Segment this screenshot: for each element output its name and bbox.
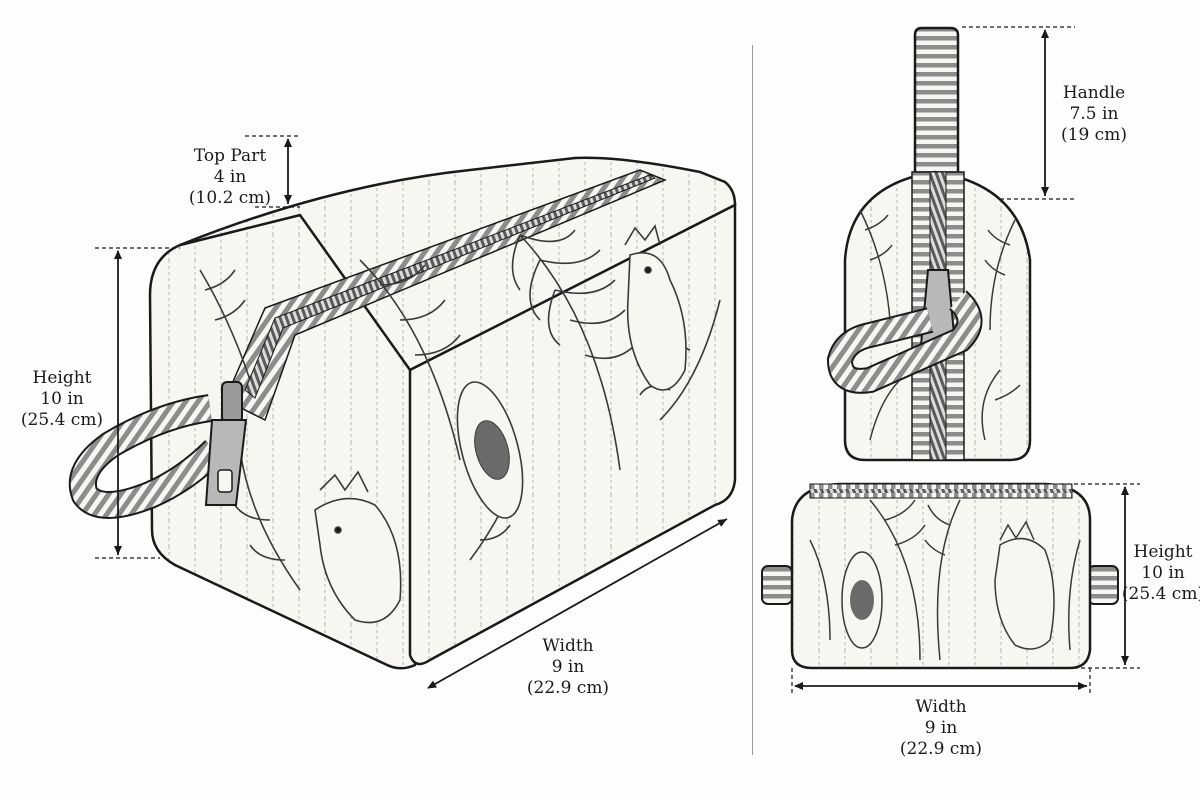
front-width-name: Width (915, 697, 967, 717)
side-view-dimensions (962, 26, 1075, 200)
width-name: Width (542, 636, 594, 656)
height-cm: (25.4 cm) (20, 410, 104, 430)
handle-cm: (19 cm) (1061, 125, 1127, 145)
front-width-label: Width 9 in (22.9 cm) (891, 697, 991, 760)
view-divider (752, 45, 753, 755)
top-part-label: Top Part 4 in (10.2 cm) (180, 146, 280, 209)
height-label: Height 10 in (25.4 cm) (12, 368, 112, 431)
handle-label: Handle 7.5 in (19 cm) (1044, 83, 1144, 146)
front-width-cm: (22.9 cm) (899, 739, 983, 759)
front-view-bag (761, 482, 1119, 670)
handle-in: 7.5 in (1069, 104, 1119, 124)
front-height-in: 10 in (1141, 563, 1185, 583)
zipper-teeth (244, 174, 657, 399)
height-name: Height (32, 368, 92, 388)
front-left-tab (761, 565, 793, 605)
front-view-dimensions (791, 483, 1140, 695)
width-label: Width 9 in (22.9 cm) (518, 636, 618, 699)
width-in: 9 in (551, 657, 585, 677)
front-width-in: 9 in (924, 718, 958, 738)
front-height-name: Height (1133, 542, 1193, 562)
width-cm: (22.9 cm) (526, 678, 610, 698)
cockatoo-motif-2 (314, 470, 402, 624)
side-view-bag (826, 26, 1032, 462)
handle-name: Handle (1062, 83, 1126, 103)
top-handle (913, 26, 960, 202)
top-part-in: 4 in (213, 167, 247, 187)
front-height-label: Height 10 in (25.4 cm) (1113, 542, 1200, 605)
height-in: 10 in (40, 389, 84, 409)
leaf-pattern (199, 229, 721, 591)
front-cockatoo (994, 537, 1055, 650)
perspective-dimensions (95, 135, 728, 689)
cockatoo-motif (624, 224, 687, 391)
front-height-cm: (25.4 cm) (1121, 584, 1200, 604)
zipper-stripe-band (224, 169, 667, 422)
top-part-cm: (10.2 cm) (188, 188, 272, 208)
width-arrow (427, 518, 728, 689)
perspective-bag (68, 156, 737, 670)
top-part-name: Top Part (193, 146, 267, 166)
zipper-pull (204, 381, 248, 506)
